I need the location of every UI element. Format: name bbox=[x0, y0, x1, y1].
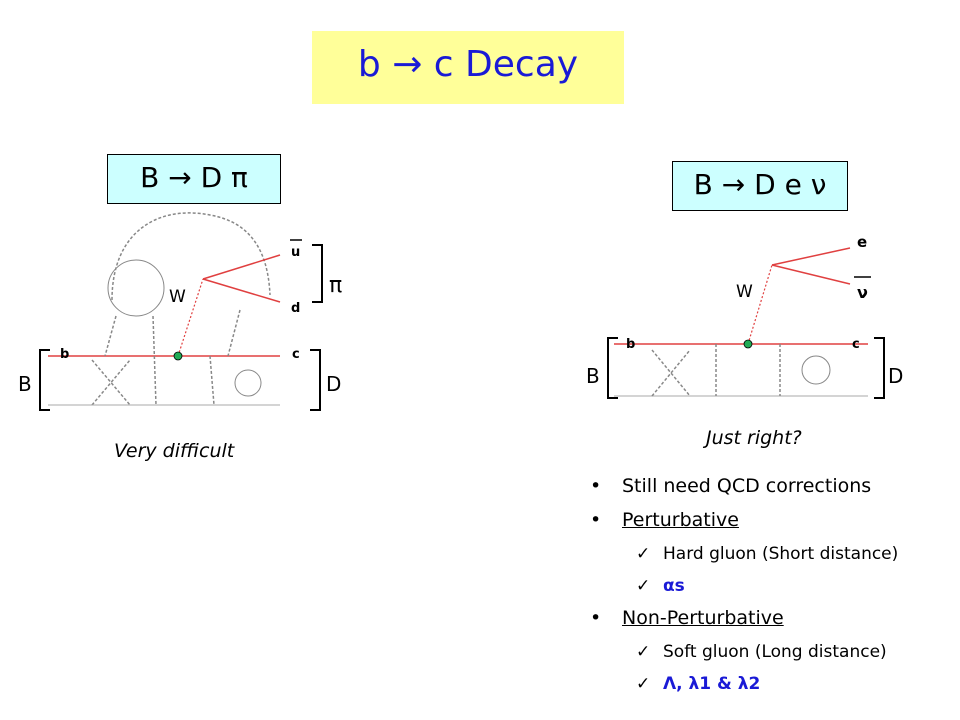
left-label-b: b bbox=[60, 347, 69, 362]
left-bracket-pi bbox=[312, 244, 323, 303]
check-icon: ✓ bbox=[636, 674, 651, 694]
sub-hard-gluon: ✓ Hard gluon (Short distance) bbox=[580, 538, 950, 570]
left-small-blob bbox=[234, 369, 262, 397]
left-gluon-lines bbox=[104, 309, 241, 406]
right-bracket-b bbox=[607, 337, 618, 399]
right-gluon-lines bbox=[715, 344, 781, 396]
right-label-big-b: B bbox=[586, 364, 600, 388]
sub-soft-gluon-text: Soft gluon (Long distance) bbox=[663, 642, 887, 662]
left-d-line bbox=[202, 278, 281, 303]
right-label-w: W bbox=[736, 282, 753, 302]
bullet-perturbative: Perturbative bbox=[580, 504, 950, 538]
left-w-boson bbox=[177, 278, 204, 357]
bullet-qcd-text: Still need QCD corrections bbox=[622, 475, 872, 497]
bullet-non-perturbative: Non-Perturbative bbox=[580, 602, 950, 636]
right-label-nu: ν bbox=[857, 283, 868, 302]
sub-alpha-s-text: αs bbox=[663, 576, 685, 596]
left-gluon-cross bbox=[91, 359, 131, 406]
right-small-blob bbox=[801, 355, 831, 385]
sub-soft-gluon: ✓ Soft gluon (Long distance) bbox=[580, 636, 950, 668]
left-label-pi: π bbox=[329, 273, 342, 298]
left-label-d: d bbox=[291, 301, 300, 316]
right-bracket-d bbox=[874, 337, 885, 399]
title-banner bbox=[312, 31, 624, 104]
bullet-perturbative-text: Perturbative bbox=[622, 509, 739, 531]
bullet-list: Still need QCD corrections Perturbative … bbox=[580, 470, 950, 700]
right-nu-line bbox=[771, 264, 851, 285]
left-bracket-b bbox=[39, 349, 50, 411]
right-e-line bbox=[771, 247, 851, 266]
left-u-line bbox=[202, 254, 281, 280]
left-label-u: u bbox=[291, 245, 300, 260]
right-label-b: b bbox=[626, 337, 635, 352]
right-caption: Just right? bbox=[706, 427, 802, 449]
left-label-w: W bbox=[169, 287, 186, 307]
left-label-c: c bbox=[292, 347, 300, 362]
left-vertex bbox=[173, 351, 183, 361]
sub-lambda: ✓ Λ, λ1 & λ2 bbox=[580, 668, 950, 700]
right-vertex bbox=[743, 339, 753, 349]
left-gluon-arc bbox=[111, 212, 271, 301]
left-label-big-b: B bbox=[18, 372, 32, 396]
right-gluon-cross bbox=[651, 349, 691, 397]
label-b-to-d-pi-text: B → D π bbox=[140, 161, 248, 194]
slide-title: b → c Decay bbox=[357, 44, 579, 85]
left-gluon-blob bbox=[107, 259, 165, 317]
check-icon: ✓ bbox=[636, 642, 651, 662]
check-icon: ✓ bbox=[636, 576, 651, 596]
label-b-to-d-e-nu: B → D e ν bbox=[672, 161, 848, 211]
sub-hard-gluon-text: Hard gluon (Short distance) bbox=[663, 544, 899, 564]
label-b-to-d-e-nu-text: B → D e ν bbox=[693, 168, 827, 201]
left-diagram: b c u d W π B D bbox=[18, 212, 342, 411]
right-w-boson bbox=[747, 264, 773, 345]
left-bracket-d bbox=[310, 349, 321, 411]
check-icon: ✓ bbox=[636, 544, 651, 564]
left-caption: Very difficult bbox=[114, 440, 235, 462]
label-b-to-d-pi: B → D π bbox=[107, 154, 281, 204]
left-label-big-d: D bbox=[326, 372, 341, 396]
sub-lambda-text: Λ, λ1 & λ2 bbox=[663, 674, 761, 694]
right-label-e: e bbox=[857, 233, 867, 251]
bullet-non-perturbative-text: Non-Perturbative bbox=[622, 607, 784, 629]
right-diagram: b c e ν W B D bbox=[586, 233, 903, 399]
sub-alpha-s: ✓ αs bbox=[580, 570, 950, 602]
right-label-big-d: D bbox=[888, 364, 903, 388]
right-label-c: c bbox=[852, 337, 860, 352]
bullet-qcd: Still need QCD corrections bbox=[580, 470, 950, 504]
